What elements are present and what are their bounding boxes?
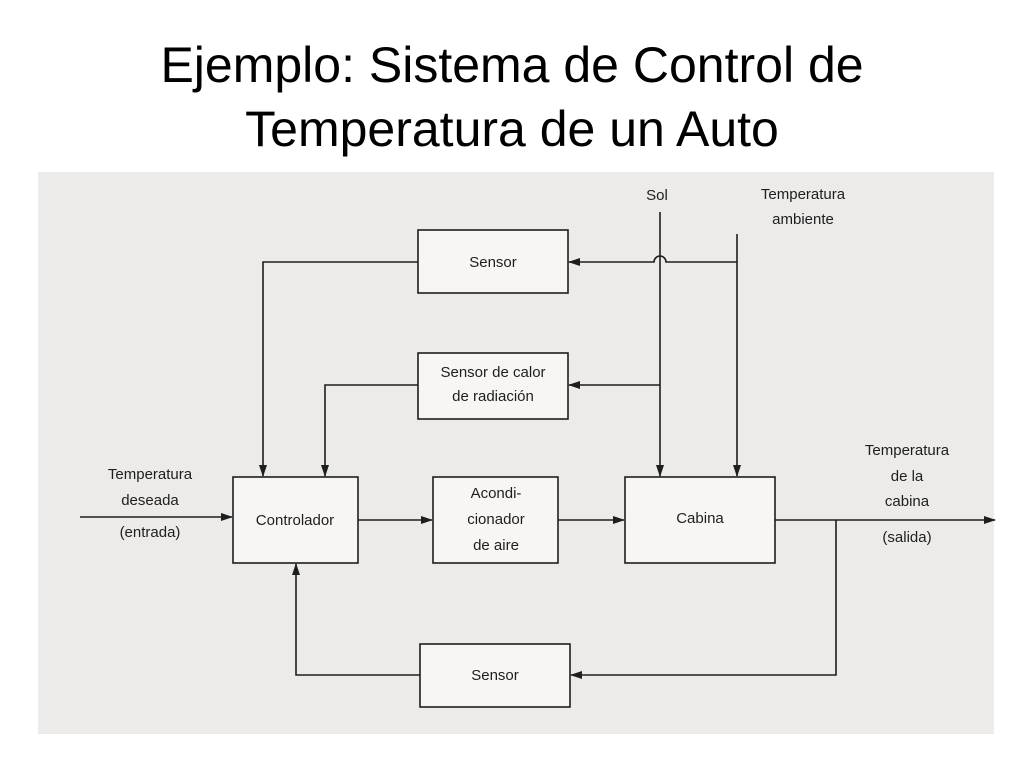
- acondicionador-block: [432, 476, 559, 564]
- feedback-to-sensor-arrow: [570, 520, 837, 679]
- deseada-label-2: deseada: [121, 492, 179, 509]
- sensor-calor-label-2: de radiación: [452, 388, 534, 405]
- temp-ambiente-label-2: ambiente: [772, 211, 834, 228]
- acond-label-3: de aire: [473, 537, 519, 554]
- cabina-label: Cabina: [676, 510, 724, 527]
- acond-label-2: cionador: [467, 511, 525, 528]
- sensor-top-label: Sensor: [469, 254, 517, 271]
- ambiente-to-sensor-arrow: [568, 255, 737, 266]
- sensor-calor-block: [417, 352, 569, 420]
- sensor-bottom-to-controlador-arrow: [292, 563, 420, 676]
- controlador-label: Controlador: [256, 512, 334, 529]
- title-line-1: Ejemplo: Sistema de Control de: [160, 37, 864, 93]
- output-label-1: Temperatura: [865, 442, 950, 459]
- output-label-4: (salida): [882, 529, 931, 546]
- output-label-3: cabina: [885, 493, 930, 510]
- deseada-label-1: Temperatura: [108, 466, 193, 483]
- deseada-label-3: (entrada): [120, 524, 181, 541]
- sensor-bottom-block: [419, 643, 571, 708]
- acond-label-1: Acondi-: [471, 485, 522, 502]
- sensor-top-to-controlador-arrow: [259, 261, 418, 477]
- title-line-2: Temperatura de un Auto: [245, 101, 779, 157]
- sol-label: Sol: [646, 187, 668, 204]
- temp-ambiente-label-1: Temperatura: [761, 186, 846, 203]
- cabina-block: [624, 476, 776, 564]
- sensor-bottom-label: Sensor: [471, 667, 519, 684]
- radiacion-to-controlador-arrow: [321, 384, 418, 477]
- output-label-2: de la: [891, 468, 924, 485]
- sensor-calor-label-1: Sensor de calor: [440, 364, 545, 381]
